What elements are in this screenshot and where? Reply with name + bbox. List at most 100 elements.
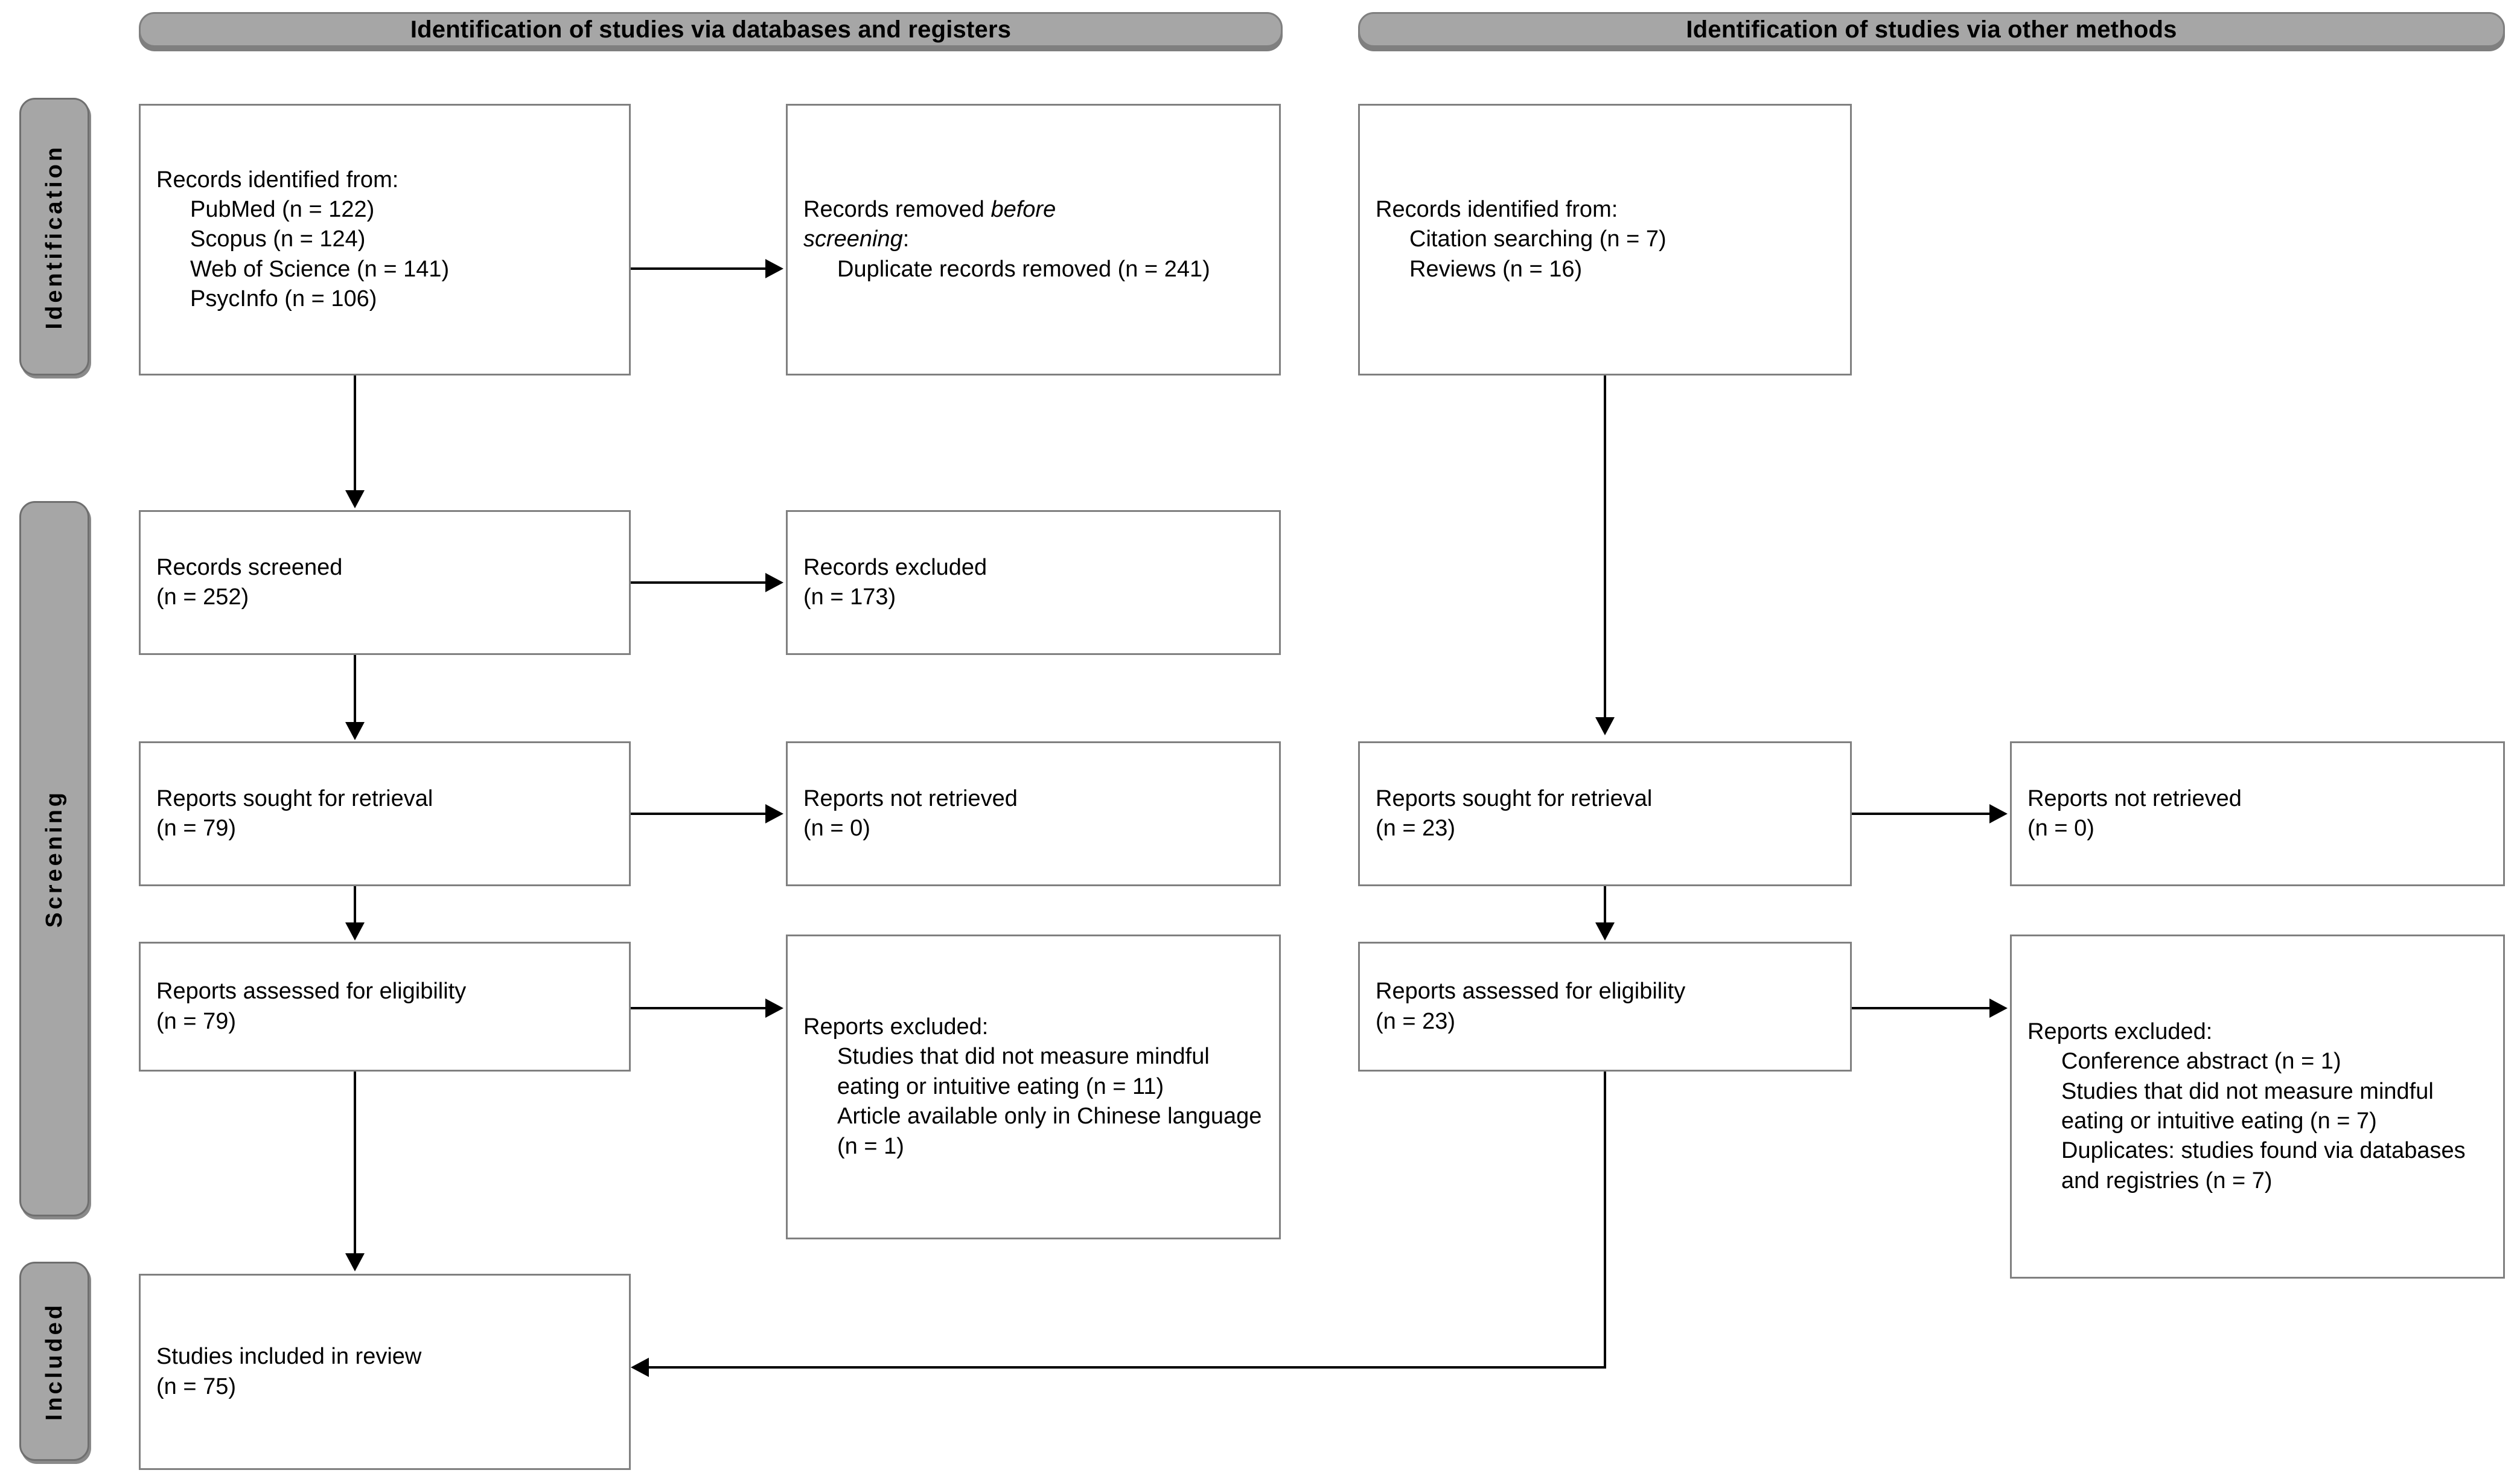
connector-sought-to-not-retrieved-other — [1852, 813, 1991, 815]
records-screened-line-0: Records screened — [156, 554, 343, 580]
records-removed-cont-plain: : — [902, 226, 910, 252]
node-reports-not-retrieved-databases: Reports not retrieved (n = 0) — [786, 741, 1281, 886]
connector-sought-to-not-retrieved-db — [631, 813, 767, 815]
node-records-removed-body: Records removed before screening: Duplic… — [803, 195, 1263, 284]
node-reports-not-retrieved-other: Reports not retrieved (n = 0) — [2010, 741, 2505, 886]
stage-pill-included: Included — [19, 1262, 89, 1461]
records-removed-title: Records removed before — [803, 195, 1263, 225]
reports-assessed-db-line-1: (n = 79) — [156, 1008, 237, 1034]
reports-assessed-other-line-1: (n = 23) — [1376, 1008, 1456, 1034]
reports-not-retrieved-db-line-1: (n = 0) — [803, 816, 870, 841]
stage-pill-screening: Screening — [19, 501, 89, 1216]
reports-excluded-db-line-0: Reports excluded: — [803, 1014, 989, 1040]
node-reports-assessed-databases: Reports assessed for eligibility (n = 79… — [139, 942, 631, 1072]
arrowhead-assessed-to-excluded-other — [1989, 999, 2008, 1018]
reports-not-retrieved-other-line-0: Reports not retrieved — [2027, 785, 2242, 811]
header-databases-and-registers: Identification of studies via databases … — [139, 12, 1283, 47]
node-records-identified-databases-body: Records identified from: PubMed (n = 122… — [156, 165, 613, 315]
reports-sought-db-line-0: Reports sought for retrieval — [156, 785, 433, 811]
reports-excluded-db-line-2: Article available only in Chinese langua… — [837, 1104, 1269, 1159]
records-removed-title-cont: screening: — [803, 225, 1263, 254]
node-reports-sought-other-body: Reports sought for retrieval (n = 23) — [1376, 784, 1834, 844]
records-identified-db-line-0: Records identified from: — [156, 167, 399, 193]
reports-sought-db-line-1: (n = 79) — [156, 816, 237, 841]
records-identified-db-line-1: PubMed (n = 122) — [190, 196, 375, 222]
node-records-excluded-body: Records excluded (n = 173) — [803, 553, 1263, 613]
reports-excluded-other-line-2: Studies that did not measure mindful eat… — [2061, 1078, 2440, 1134]
reports-assessed-db-line-0: Reports assessed for eligibility — [156, 979, 467, 1005]
records-removed-cont-italic: screening — [803, 226, 903, 252]
records-identified-other-line-2: Reviews (n = 16) — [1409, 256, 1583, 282]
connector-assessed-other-to-included-horizontal — [649, 1366, 1605, 1369]
records-identified-other-line-0: Records identified from: — [1376, 196, 1618, 222]
node-reports-not-retrieved-db-body: Reports not retrieved (n = 0) — [803, 784, 1263, 844]
connector-assessed-to-included — [354, 1072, 356, 1256]
records-identified-db-line-3: Web of Science (n = 141) — [190, 256, 450, 282]
node-records-screened-body: Records screened (n = 252) — [156, 553, 613, 613]
node-reports-sought-databases: Reports sought for retrieval (n = 79) — [139, 741, 631, 886]
arrowhead-identified-to-screened — [345, 490, 365, 508]
node-records-identified-databases: Records identified from: PubMed (n = 122… — [139, 104, 631, 375]
records-identified-db-line-2: Scopus (n = 124) — [190, 226, 366, 252]
header-databases-label: Identification of studies via databases … — [410, 16, 1012, 43]
records-excluded-line-1: (n = 173) — [803, 584, 896, 610]
reports-excluded-other-line-1: Conference abstract (n = 1) — [2061, 1049, 2341, 1075]
node-reports-excluded-databases: Reports excluded: Studies that did not m… — [786, 935, 1281, 1239]
arrowhead-assessed-other-to-included — [631, 1358, 649, 1377]
arrowhead-identified-to-removed — [765, 259, 783, 278]
node-reports-excluded-db-body: Reports excluded: Studies that did not m… — [803, 1012, 1263, 1161]
arrowhead-assessed-to-excluded-db — [765, 999, 783, 1018]
stage-pill-identification: Identification — [19, 98, 89, 375]
reports-not-retrieved-other-line-1: (n = 0) — [2027, 816, 2094, 841]
connector-assessed-to-excluded-other — [1852, 1007, 1991, 1009]
node-records-identified-other-body: Records identified from: Citation search… — [1376, 195, 1834, 284]
arrowhead-sought-to-not-retrieved-other — [1989, 804, 2008, 823]
node-reports-not-retrieved-other-body: Reports not retrieved (n = 0) — [2027, 784, 2487, 844]
connector-identified-to-removed — [631, 267, 767, 270]
arrowhead-sought-to-not-retrieved-db — [765, 804, 783, 823]
records-excluded-line-0: Records excluded — [803, 554, 987, 580]
records-screened-line-1: (n = 252) — [156, 584, 249, 610]
node-records-removed-before-screening: Records removed before screening: Duplic… — [786, 104, 1281, 375]
reports-sought-other-line-1: (n = 23) — [1376, 816, 1456, 841]
connector-identified-to-screened — [354, 375, 356, 493]
reports-excluded-db-line-1: Studies that did not measure mindful eat… — [837, 1044, 1216, 1099]
header-other-methods: Identification of studies via other meth… — [1358, 12, 2505, 47]
reports-excluded-other-line-0: Reports excluded: — [2027, 1018, 2213, 1044]
reports-sought-other-line-0: Reports sought for retrieval — [1376, 785, 1653, 811]
connector-sought-to-assessed-other — [1604, 886, 1606, 925]
reports-excluded-other-line-3: Duplicates: studies found via databases … — [2061, 1138, 2472, 1193]
reports-assessed-other-line-0: Reports assessed for eligibility — [1376, 979, 1686, 1005]
node-reports-sought-other: Reports sought for retrieval (n = 23) — [1358, 741, 1852, 886]
records-identified-db-line-4: PsycInfo (n = 106) — [190, 286, 377, 312]
arrowhead-screened-to-excluded — [765, 573, 783, 592]
node-reports-excluded-other-body: Reports excluded: Conference abstract (n… — [2027, 1017, 2487, 1196]
arrowhead-sought-to-assessed-other — [1595, 922, 1615, 941]
node-reports-assessed-db-body: Reports assessed for eligibility (n = 79… — [156, 977, 613, 1037]
connector-screened-to-sought — [354, 655, 356, 724]
node-studies-included-body: Studies included in review (n = 75) — [156, 1342, 613, 1402]
node-records-identified-other: Records identified from: Citation search… — [1358, 104, 1852, 375]
node-studies-included-in-review: Studies included in review (n = 75) — [139, 1274, 631, 1470]
stage-label-included: Included — [41, 1302, 67, 1421]
records-identified-other-line-1: Citation searching (n = 7) — [1409, 226, 1667, 252]
node-reports-assessed-other-body: Reports assessed for eligibility (n = 23… — [1376, 977, 1834, 1037]
node-reports-assessed-other: Reports assessed for eligibility (n = 23… — [1358, 942, 1852, 1072]
header-other-methods-label: Identification of studies via other meth… — [1686, 16, 2177, 43]
connector-identified-other-to-sought-other — [1604, 375, 1606, 720]
connector-screened-to-excluded — [631, 581, 767, 584]
studies-included-line-1: (n = 75) — [156, 1373, 237, 1399]
node-records-screened: Records screened (n = 252) — [139, 510, 631, 655]
connector-assessed-to-excluded-db — [631, 1007, 767, 1009]
node-reports-sought-db-body: Reports sought for retrieval (n = 79) — [156, 784, 613, 844]
records-removed-title-plain: Records removed — [803, 196, 991, 222]
arrowhead-screened-to-sought — [345, 722, 365, 740]
stage-label-screening: Screening — [41, 790, 67, 928]
stage-label-identification: Identification — [41, 144, 67, 330]
arrowhead-assessed-to-included — [345, 1253, 365, 1271]
records-removed-duplicates: Duplicate records removed (n = 241) — [837, 256, 1210, 282]
node-records-excluded: Records excluded (n = 173) — [786, 510, 1281, 655]
arrowhead-sought-to-assessed-db — [345, 922, 365, 941]
node-reports-excluded-other: Reports excluded: Conference abstract (n… — [2010, 935, 2505, 1279]
